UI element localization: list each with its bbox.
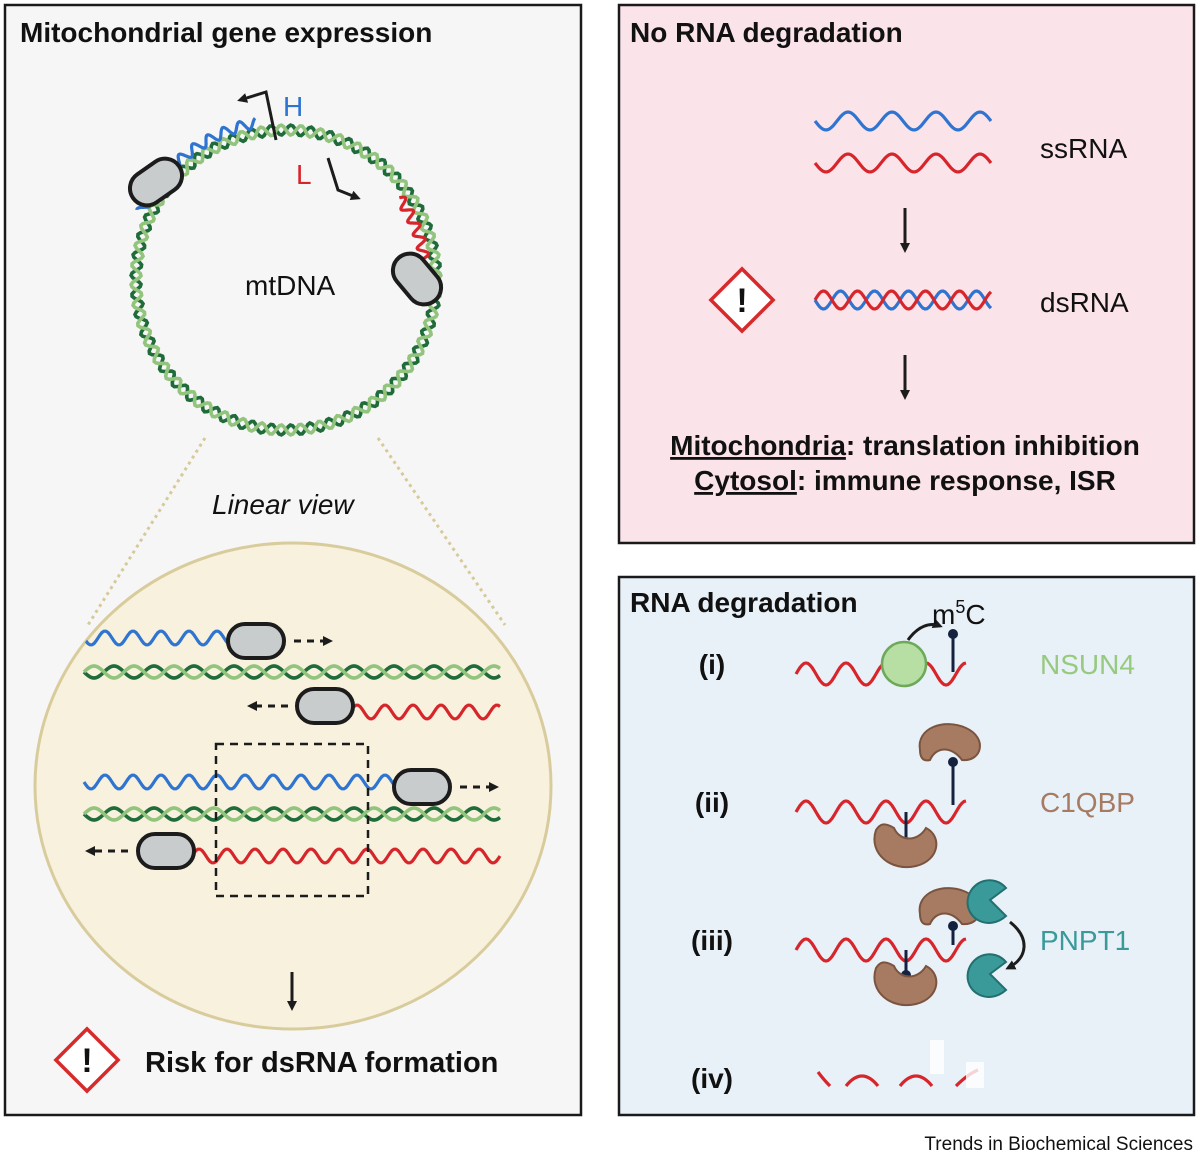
linear-polymerase-3 [392, 768, 452, 806]
step-ii-rna [794, 799, 967, 825]
step-iii-label: (iii) [691, 925, 733, 956]
svg-text:!: ! [736, 282, 747, 320]
c1qbp-protein-iii-bottom [873, 961, 938, 1007]
c1qbp-protein-iii-top [918, 887, 981, 926]
warning-icon-right: ! [708, 266, 776, 334]
mtdna-strand-light [129, 123, 443, 437]
linear-h-transcript-1 [82, 629, 232, 647]
h-label: H [283, 91, 303, 122]
dsrna-label: dsRNA [1040, 287, 1129, 318]
zoom-guide-right [376, 437, 507, 626]
linear-view-content [82, 629, 502, 865]
m5c-mark-i [948, 629, 958, 639]
degradation-panel: RNA degradation (i) (ii) (iii) (iv) NSUN… [617, 575, 1196, 1117]
mtdna-label: mtDNA [245, 270, 336, 301]
degradation-title: RNA degradation [630, 587, 858, 618]
no-degradation-title: No RNA degradation [630, 17, 903, 48]
credit-label: Trends in Biochemical Sciences [924, 1134, 1193, 1155]
m5c-c: C [965, 599, 985, 630]
outcome-immune: : immune response, ISR [797, 465, 1116, 496]
linear-dna-dark-2 [82, 806, 502, 822]
outcome-mitochondria: Mitochondria [670, 430, 846, 461]
ssrna-red-strand [813, 152, 993, 174]
linear-l-transcript-1 [348, 703, 501, 721]
m5c-label: m5C [932, 597, 986, 630]
linear-polymerase-1 [226, 622, 286, 660]
ssrna-label: ssRNA [1040, 133, 1127, 164]
step-ii-label: (ii) [695, 787, 729, 818]
m5c-mark-iii-top [948, 921, 958, 931]
m5c-m: m [932, 599, 955, 630]
outcome-line-1: Mitochondria: translation inhibition [670, 430, 1140, 461]
dsrna-blue-strand [813, 289, 993, 311]
step-iii-rna [794, 937, 967, 963]
linear-l-transcript-2 [190, 847, 502, 865]
m5c-sup: 5 [955, 597, 965, 617]
outcome-cytosol: Cytosol [694, 465, 797, 496]
ssrna-blue-strand [813, 110, 993, 132]
nsun4-protein [880, 640, 928, 688]
polymerase-l [390, 251, 444, 307]
zoom-guide-left [86, 437, 207, 626]
outcome-translation: : translation inhibition [846, 430, 1140, 461]
dsrna-red-strand [813, 289, 993, 311]
linear-dna-light-2 [82, 806, 502, 822]
linear-h-transcript-2 [82, 773, 399, 791]
nsun4-label: NSUN4 [1040, 649, 1135, 680]
dsrna-overlap-box [214, 742, 370, 898]
c1qbp-label: C1QBP [1040, 787, 1135, 818]
mtdna-circle [129, 123, 443, 437]
linear-polymerase-2 [295, 687, 355, 725]
step-iv-label: (iv) [691, 1063, 733, 1094]
outcome-line-2: Cytosol: immune response, ISR [694, 465, 1116, 496]
linear-polymerase-4 [136, 832, 196, 870]
left-panel-title: Mitochondrial gene expression [20, 17, 432, 48]
step-i-label: (i) [699, 649, 725, 680]
l-promoter-arrow [326, 157, 361, 201]
polymerase-h [127, 156, 185, 208]
m5c-mark-ii-top [948, 757, 958, 767]
risk-label: Risk for dsRNA formation [145, 1047, 498, 1079]
no-degradation-panel: No RNA degradation ssRNA dsRNA ! Mitocho… [617, 3, 1196, 545]
c1qbp-protein-bottom [873, 823, 938, 869]
methylation-arrow [906, 618, 943, 641]
no-degradation-frame [617, 3, 1196, 545]
linear-dna-dark-1 [82, 664, 502, 680]
pnpt1-action-arrow [1005, 920, 1026, 970]
left-panel: Mitochondrial gene expression mtDNA H L … [3, 3, 583, 1117]
linear-dna-light-1 [82, 664, 502, 680]
h-promoter-arrow [237, 90, 278, 141]
pnpt1-protein-top [966, 879, 1008, 924]
linear-view-label: Linear view [212, 489, 355, 520]
pnpt1-protein-bottom [966, 953, 1008, 998]
c1qbp-protein-top [918, 723, 981, 762]
warning-icon-left: ! [53, 1026, 121, 1094]
pnpt1-label: PNPT1 [1040, 925, 1130, 956]
degraded-rna-fragments [816, 1040, 984, 1088]
l-label: L [296, 159, 312, 190]
svg-text:!: ! [81, 1042, 92, 1080]
